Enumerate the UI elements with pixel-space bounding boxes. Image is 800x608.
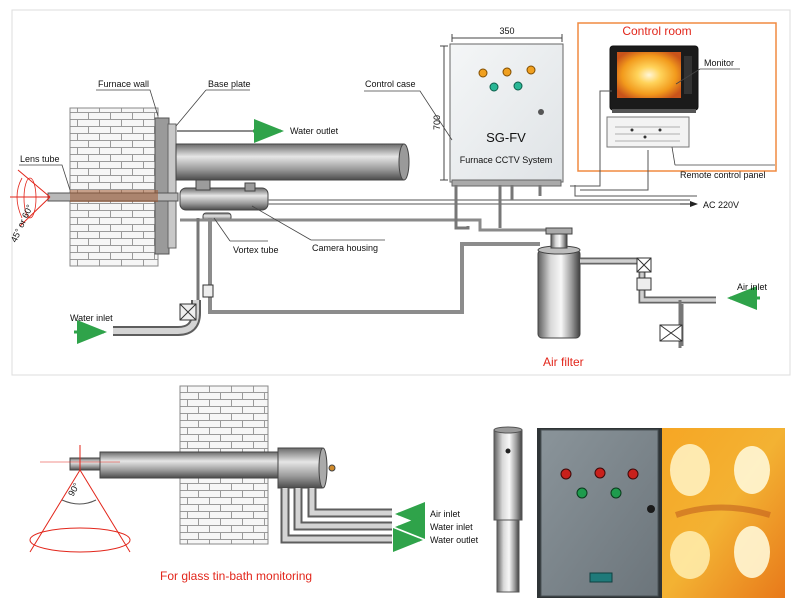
monitor-label: Monitor xyxy=(704,58,734,68)
top-frame xyxy=(11,9,791,376)
view-cone xyxy=(10,169,51,227)
camera-housing-label: Camera housing xyxy=(312,243,378,253)
dimension-lines xyxy=(440,34,563,181)
water-inlet-label: Water inlet xyxy=(70,313,113,323)
monitor-cables xyxy=(570,90,649,191)
height-dimension: 700 xyxy=(432,115,442,130)
control-case xyxy=(449,43,564,187)
air-inlet-line xyxy=(580,257,716,348)
lens-tube-photo xyxy=(490,426,524,596)
angle-label-bottom: 90° xyxy=(66,481,82,498)
leader-lines xyxy=(19,68,775,242)
furnace-wall-label: Furnace wall xyxy=(98,79,149,89)
case-title: SG-FV xyxy=(486,130,526,145)
remote-panel-label: Remote control panel xyxy=(680,170,766,180)
monitor xyxy=(609,45,699,113)
lens-tube-label: Lens tube xyxy=(20,154,60,164)
camera-housing xyxy=(179,179,269,211)
base-plate xyxy=(154,117,177,255)
case-subtitle: Furnace CCTV System xyxy=(460,155,553,165)
vortex-tube-label: Vortex tube xyxy=(233,245,279,255)
control-cabinet-photo xyxy=(537,428,662,598)
control-room-frame xyxy=(577,22,777,172)
tin-bath-pipes xyxy=(280,488,392,544)
bottom-air-inlet-label: Air inlet xyxy=(430,509,461,519)
bottom-water-inlet-label: Water inlet xyxy=(430,522,473,532)
water-jacket-pipe xyxy=(175,143,410,181)
water-outlet-label: Water outlet xyxy=(290,126,339,136)
furnace-flame-photo xyxy=(662,428,785,598)
ac-cable xyxy=(574,185,697,197)
air-filter xyxy=(537,227,581,339)
wall-opening xyxy=(70,190,158,202)
remote-control-panel xyxy=(606,116,690,148)
furnace-wall xyxy=(69,107,159,267)
bottom-water-outlet-label: Water outlet xyxy=(430,535,479,545)
case-cables xyxy=(454,185,542,230)
tin-bath-probe xyxy=(69,447,336,489)
control-case-label: Control case xyxy=(365,79,416,89)
air-inlet-label: Air inlet xyxy=(737,282,768,292)
base-plate-label: Base plate xyxy=(208,79,251,89)
water-inlet-pipe xyxy=(113,284,214,336)
angle-label-top: 45° or 60° xyxy=(9,203,35,244)
width-dimension: 350 xyxy=(499,26,514,36)
bottom-view-cone xyxy=(29,445,131,553)
tin-bath-caption: For glass tin-bath monitoring xyxy=(160,569,312,583)
control-room-label: Control room xyxy=(622,24,691,38)
service-pipes xyxy=(180,199,690,314)
air-filter-label: Air filter xyxy=(543,355,584,369)
ac-label: AC 220V xyxy=(703,200,739,210)
